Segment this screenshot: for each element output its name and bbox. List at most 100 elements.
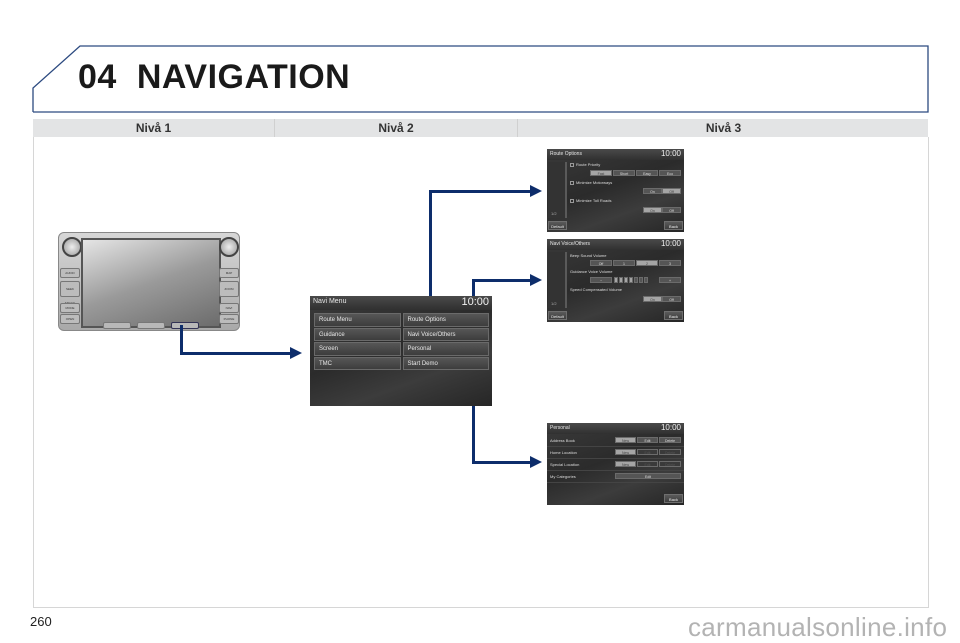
tmc-button[interactable]: TMC: [314, 356, 401, 370]
toll-off[interactable]: Off: [662, 207, 681, 213]
back-button[interactable]: Back: [664, 311, 683, 320]
title-bar: Navi Menu 10:00: [310, 296, 492, 310]
priority-short[interactable]: Short: [613, 170, 635, 176]
address-edit-button[interactable]: Edit: [637, 437, 658, 443]
chapter-name: NAVIGATION: [136, 58, 351, 96]
screen-button[interactable]: Screen: [314, 342, 401, 356]
tune-knob-icon: [219, 237, 239, 257]
connector-line: [472, 461, 531, 464]
page-indicator: 1/2: [551, 211, 557, 216]
beep-off[interactable]: Off: [590, 260, 612, 266]
beep-2[interactable]: 2: [636, 260, 658, 266]
screen-title: Personal: [550, 425, 570, 431]
route-options-button[interactable]: Route Options: [402, 313, 489, 327]
screen-title: Route Options: [550, 151, 582, 157]
categories-edit-button[interactable]: Edit: [615, 473, 681, 479]
special-delete-button: Delete: [659, 461, 681, 467]
personal-button[interactable]: Personal: [402, 342, 489, 356]
bottom-button-1: [103, 322, 131, 329]
volume-bar: [639, 277, 643, 283]
screen-title: Navi Menu: [313, 298, 347, 305]
navi-voice-others-button[interactable]: Navi Voice/Others: [402, 327, 489, 341]
scroll-sidebar[interactable]: 1/2: [548, 252, 567, 308]
clock: 10:00: [660, 149, 681, 158]
beep-1[interactable]: 1: [613, 260, 635, 266]
list-item: My Categories Edit: [547, 471, 684, 483]
watermark: carmanualsonline.info: [688, 612, 948, 642]
checkbox-icon[interactable]: [570, 181, 574, 185]
clock: 10:00: [461, 296, 489, 308]
volume-plus-button[interactable]: +: [659, 277, 681, 283]
speed-on[interactable]: On: [643, 296, 662, 302]
start-demo-button[interactable]: Start Demo: [402, 356, 489, 370]
list-item: Special Location New Edit Delete: [547, 459, 684, 471]
level-headers: Nivå 1 Nivå 2 Nivå 3: [33, 119, 928, 137]
navi-button: NAVI: [219, 303, 239, 313]
motorways-on[interactable]: On: [643, 188, 662, 194]
motorways-off[interactable]: Off: [662, 188, 681, 194]
home-edit-button: Edit: [637, 449, 658, 455]
default-button[interactable]: Default: [548, 311, 567, 320]
priority-fast[interactable]: Fast: [590, 170, 612, 176]
connector-line: [472, 406, 475, 464]
address-new-button[interactable]: New: [615, 437, 636, 443]
volume-bar: [644, 277, 648, 283]
list-item: Home Location New Edit Delete: [547, 447, 684, 459]
speed-volume-label: Speed Compensated Volume: [570, 287, 623, 292]
volume-minus-button[interactable]: −: [590, 277, 612, 283]
bottom-button-nav: [171, 322, 199, 329]
chapter-number: 04: [78, 58, 117, 96]
minimize-toll-label: Minimize Toll Roads: [576, 198, 612, 203]
route-options-screen: Route Options 10:00 1/2 Route Priority F…: [547, 149, 684, 232]
volume-bar: [624, 277, 628, 283]
seek-track-button: SEEK TRACK: [60, 281, 80, 305]
volume-knob-icon: [62, 237, 82, 257]
scroll-sidebar[interactable]: 1/2: [548, 162, 567, 218]
home-location-label: Home Location: [550, 450, 577, 455]
clock: 10:00: [660, 239, 681, 248]
address-delete-button[interactable]: Delete: [659, 437, 681, 443]
head-unit-image: AUDIO SEEK TRACK MODE OPEN MAP ZOOM NAVI…: [58, 232, 240, 331]
guidance-button[interactable]: Guidance: [314, 327, 401, 341]
beep-3[interactable]: 3: [659, 260, 681, 266]
open-button: OPEN: [60, 314, 80, 324]
minimize-motorways-label: Minimize Motorways: [576, 180, 613, 185]
clock: 10:00: [660, 423, 681, 432]
default-button[interactable]: Default: [548, 221, 567, 230]
back-button[interactable]: Back: [664, 494, 683, 503]
checkbox-icon[interactable]: [570, 163, 574, 167]
guidance-volume-label: Guidance Voice Volume: [570, 269, 613, 274]
connector-line: [180, 352, 292, 355]
back-button[interactable]: Back: [664, 221, 683, 230]
connector-line: [429, 190, 432, 296]
connector-line: [472, 279, 475, 296]
map-button: MAP: [219, 268, 239, 278]
level-1-header: Nivå 1: [33, 119, 275, 137]
navi-menu-screen: Navi Menu 10:00 Route Menu Route Options…: [310, 296, 492, 406]
connector-line: [429, 190, 531, 193]
toll-on[interactable]: On: [643, 207, 662, 213]
chapter-header-frame: [32, 45, 929, 113]
phone-button: PHONE: [219, 314, 239, 324]
level-2-header: Nivå 2: [275, 119, 518, 137]
volume-bar: [614, 277, 618, 283]
checkbox-icon[interactable]: [570, 199, 574, 203]
list-item: Address Book New Edit Delete: [547, 435, 684, 447]
arrow-icon: [530, 185, 542, 197]
priority-easy[interactable]: Easy: [636, 170, 658, 176]
special-new-button[interactable]: New: [615, 461, 636, 467]
mode-button: MODE: [60, 303, 80, 313]
arrow-icon: [290, 347, 302, 359]
bottom-button-2: [137, 322, 165, 329]
address-book-label: Address Book: [550, 438, 575, 443]
speed-off[interactable]: Off: [662, 296, 681, 302]
arrow-icon: [530, 456, 542, 468]
priority-eco[interactable]: Eco: [659, 170, 681, 176]
level-3-header: Nivå 3: [705, 121, 742, 135]
personal-screen: Personal 10:00 Address Book New Edit Del…: [547, 423, 684, 505]
diagram-frame: [33, 137, 929, 608]
screen-title: Navi Voice/Others: [550, 241, 591, 247]
home-new-button[interactable]: New: [615, 449, 636, 455]
beep-volume-label: Beep Sound Volume: [570, 253, 607, 258]
route-menu-button[interactable]: Route Menu: [314, 313, 401, 327]
